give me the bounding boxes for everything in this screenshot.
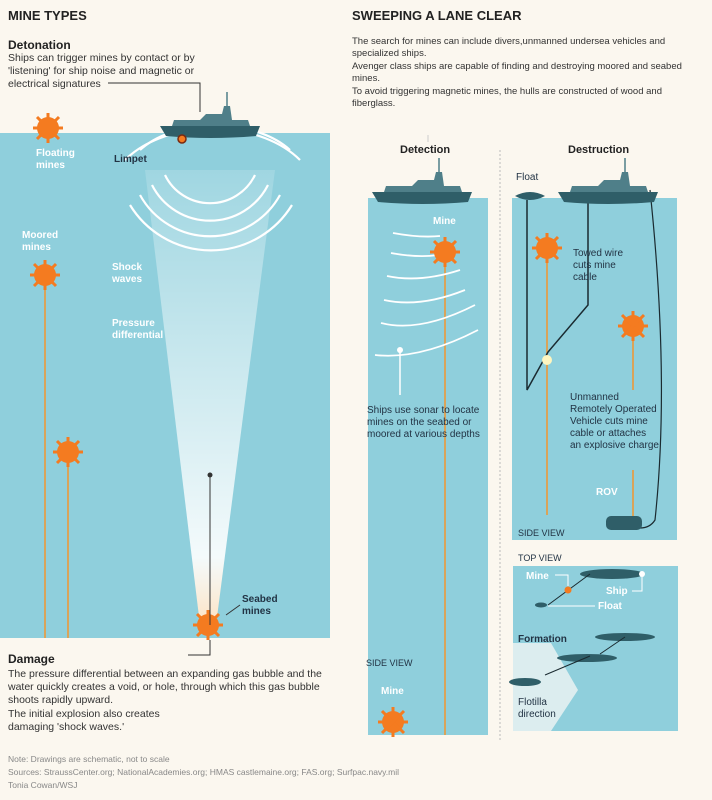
ship-icon: [371, 157, 473, 205]
mine-icon: [616, 309, 650, 343]
sonar-waves: [374, 232, 479, 357]
bottom-mine-label: Mine: [381, 686, 404, 697]
side-view-label: SIDE VIEW: [366, 658, 413, 668]
formation-label: Formation: [518, 634, 567, 645]
rov-label: ROV: [596, 487, 618, 498]
rov-icon: [606, 516, 642, 530]
float-label: Float: [516, 172, 539, 183]
mine-icon: [428, 235, 462, 269]
seabed-mine-icon: [376, 705, 410, 739]
top-mine-label: Mine: [526, 571, 549, 582]
intro-3: To avoid triggering magnetic mines, the …: [352, 86, 662, 109]
shock-waves-label: Shock waves: [112, 262, 143, 285]
top-ship-label: Ship: [606, 586, 628, 597]
destruction-heading: Destruction: [568, 144, 630, 156]
moored-mine-icon: [51, 435, 85, 469]
damage-text: The pressure differential between an exp…: [8, 668, 322, 706]
damage-text-2: The initial explosion also creates damag…: [8, 708, 160, 733]
note: Note: Drawings are schematic, not to sca…: [8, 754, 170, 764]
rov-text: Unmanned Remotely Operated Vehicle cuts …: [570, 392, 659, 451]
floating-mines-label: Floating mines: [36, 148, 75, 171]
explosion-icon: [542, 355, 552, 365]
pressure-differential-label: Pressure differential: [112, 318, 164, 341]
intro-1: The search for mines can include divers,…: [352, 36, 666, 59]
floating-mine-icon: [31, 111, 65, 145]
pressure-cone: [145, 170, 275, 625]
ship-icon: [557, 157, 659, 205]
top-view-label: TOP VIEW: [518, 553, 562, 563]
credit: Tonia Cowan/WSJ: [8, 780, 78, 790]
intro-2: Avenger class ships are capable of findi…: [352, 61, 682, 84]
top-float-label: Float: [598, 601, 622, 612]
moored-mines-label: Moored mines: [22, 230, 59, 253]
damage-heading: Damage: [8, 652, 55, 666]
sweeping-title: SWEEPING A LANE CLEAR: [352, 8, 522, 23]
moored-mine-icon: [28, 258, 62, 292]
sonar-text: Ships use sonar to locate mines on the s…: [367, 405, 480, 440]
limpet-label: Limpet: [114, 154, 147, 165]
seabed-mine-icon: [191, 608, 225, 642]
destruction-side-view: SIDE VIEW: [518, 528, 565, 538]
towed-wire-text: Towed wire cuts mine cable: [573, 248, 624, 283]
flotilla-label: Flotilla direction: [518, 697, 556, 720]
detection-heading: Detection: [400, 144, 451, 156]
mine-types-title: MINE TYPES: [8, 8, 87, 23]
detection-mine-label: Mine: [433, 216, 456, 227]
mine-icon: [530, 231, 564, 265]
water-detection: [368, 198, 488, 735]
ship-icon: [159, 91, 261, 139]
sources: Sources: StraussCenter.org; NationalAcad…: [8, 767, 400, 777]
limpet-mine-icon: [177, 134, 187, 144]
detonation-heading: Detonation: [8, 38, 71, 52]
seabed-mines-label: Seabed mines: [242, 594, 278, 617]
detonation-text: Ships can trigger mines by contact or by…: [8, 52, 195, 90]
